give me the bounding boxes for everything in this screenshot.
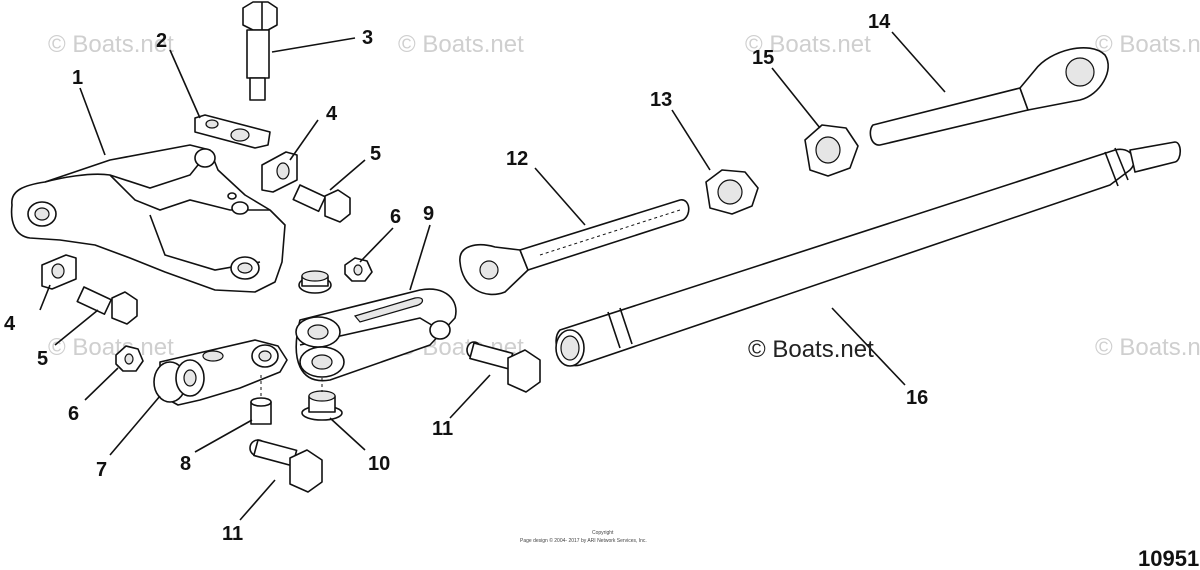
part-nut-lower[interactable] xyxy=(115,345,144,372)
callout-10: 10 xyxy=(368,453,390,475)
part-bolt-short-upper[interactable] xyxy=(292,184,351,223)
watermark-main: © Boats.net xyxy=(748,336,874,363)
callout-12: 12 xyxy=(506,148,528,170)
callout-9: 9 xyxy=(423,203,434,225)
callout-1: 1 xyxy=(72,67,83,89)
part-clevis-plate[interactable] xyxy=(295,288,457,382)
leader-lines xyxy=(39,31,946,521)
callout-11: 11 xyxy=(432,418,453,440)
part-rod-end-upper[interactable] xyxy=(869,47,1109,146)
part-bolt-short-lower[interactable] xyxy=(76,286,138,325)
part-shoulder-bolt-left[interactable] xyxy=(249,439,323,493)
watermark: © Boats.net xyxy=(398,31,524,58)
part-hex-nut[interactable] xyxy=(804,124,859,177)
part-flanged-bushing-lower[interactable] xyxy=(301,378,343,421)
watermark: © Boats.net xyxy=(745,31,871,58)
part-bolt[interactable] xyxy=(242,1,278,101)
part-washer-upper[interactable] xyxy=(261,151,298,193)
callout-8: 8 xyxy=(180,453,191,475)
callout-6: 6 xyxy=(68,403,79,425)
part-plate[interactable] xyxy=(194,114,271,149)
callout-13: 13 xyxy=(650,89,672,111)
watermark: © Boats.net xyxy=(1095,31,1200,58)
callout-7: 7 xyxy=(96,459,107,481)
part-flanged-bushing-upper[interactable] xyxy=(298,270,332,294)
callout-11: 11 xyxy=(222,523,243,545)
callout-16: 16 xyxy=(906,387,928,409)
copyright-line-1: Copyright xyxy=(592,530,614,536)
part-jam-nut[interactable] xyxy=(705,169,759,215)
callout-5: 5 xyxy=(370,143,381,165)
part-bracket[interactable] xyxy=(10,144,286,293)
watermark: © Boats.net xyxy=(48,31,174,58)
part-nut-upper[interactable] xyxy=(344,257,373,282)
watermark: © Boats.net xyxy=(48,334,174,361)
watermark: © Boats.net xyxy=(1095,334,1200,361)
callout-4: 4 xyxy=(326,103,338,125)
figure-id: 10951 xyxy=(1138,546,1199,570)
callout-4: 4 xyxy=(4,313,16,335)
callout-3: 3 xyxy=(362,27,373,49)
copyright-line-2: Page design © 2004- 2017 by ARI Network … xyxy=(520,537,647,544)
callout-14: 14 xyxy=(868,11,891,33)
callout-numbers: 1 2 3 4 4 5 5 6 6 9 7 8 10 11 11 12 13 1… xyxy=(4,11,928,545)
part-washer-lower[interactable] xyxy=(41,254,77,290)
callout-5: 5 xyxy=(37,348,48,370)
callout-15: 15 xyxy=(752,47,774,69)
part-shoulder-bolt-right[interactable] xyxy=(466,341,541,393)
part-clevis[interactable] xyxy=(153,339,288,406)
part-rod-end[interactable] xyxy=(459,199,690,296)
callout-2: 2 xyxy=(156,30,167,52)
part-bushing[interactable] xyxy=(250,375,272,425)
callout-6: 6 xyxy=(390,206,401,228)
faint-watermarks: © Boats.net © Boats.net © Boats.net © Bo… xyxy=(48,31,1200,361)
part-tube[interactable] xyxy=(555,141,1182,367)
